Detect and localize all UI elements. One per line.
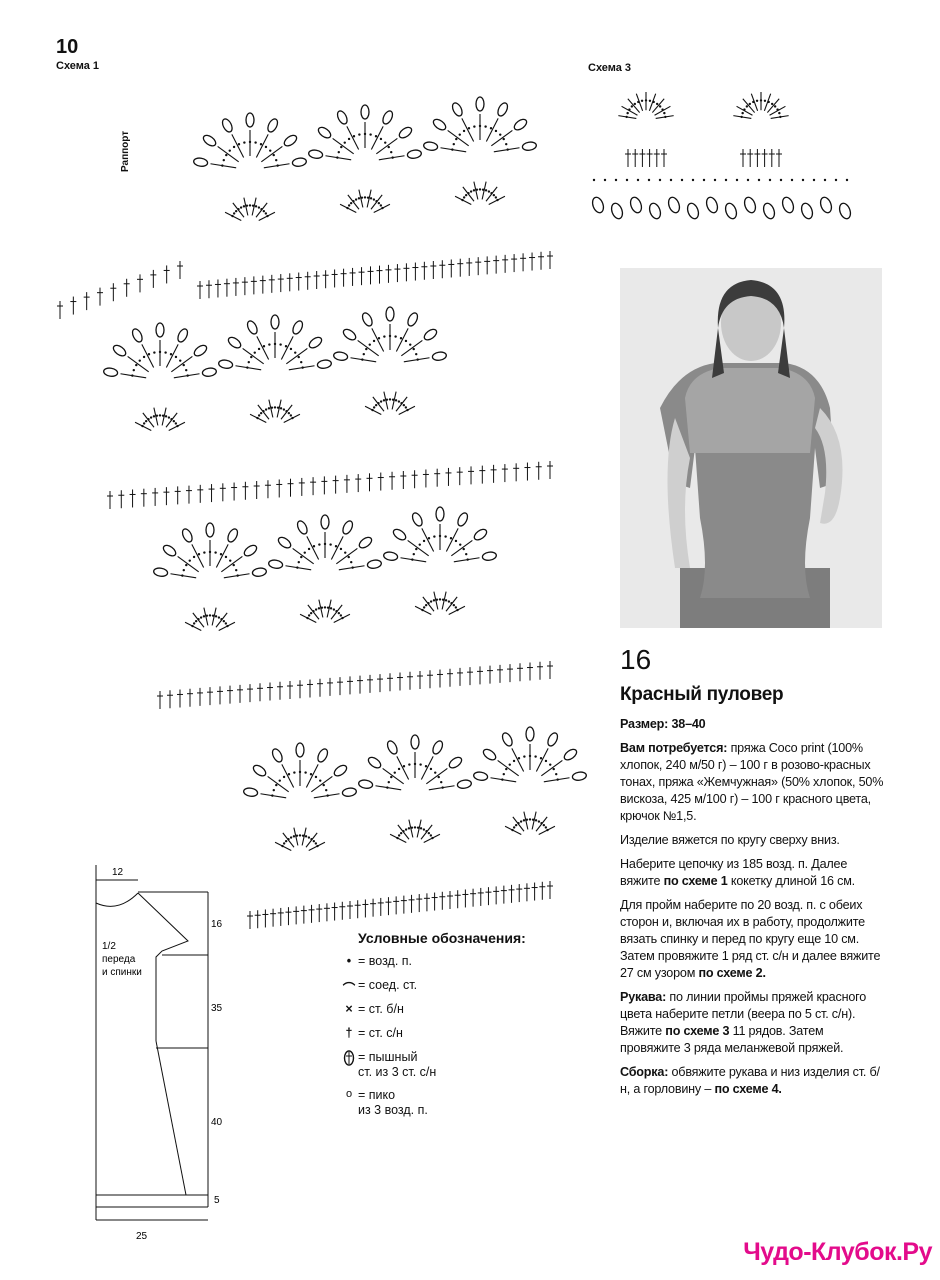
dim-35: 35 bbox=[211, 1003, 223, 1014]
legend-row: ⌒= соед. ст. bbox=[340, 978, 600, 1002]
legend-label: = соед. ст. bbox=[358, 978, 418, 992]
picot-icon: o bbox=[345, 1088, 353, 1100]
dagger-icon: † bbox=[345, 1026, 353, 1040]
legend: Условные обозначения: • = возд. п. ⌒= сое… bbox=[340, 930, 600, 1126]
dim-5: 5 bbox=[214, 1195, 220, 1206]
paragraph-3b: по схеме 2. bbox=[698, 966, 766, 980]
paragraph-3a: Для пройм наберите по 20 возд. п. с обеи… bbox=[620, 898, 881, 980]
garment-pattern: 1/2 переда и спинки 12 16 35 40 5 25 bbox=[95, 865, 223, 1242]
legend-label-2: ст. из 3 ст. с/н bbox=[358, 1065, 437, 1079]
scheme-3-label: Схема 3 bbox=[588, 62, 632, 74]
paragraph-1: Изделие вяжется по кругу сверху вниз. bbox=[620, 833, 840, 847]
sleeves-b: по схеме 3 bbox=[665, 1024, 730, 1038]
assembly-label: Сборка: bbox=[620, 1065, 669, 1079]
dim-40: 40 bbox=[211, 1117, 223, 1128]
sleeves-c: 11 рядов. Затем провяжите 3 ряда меланже… bbox=[620, 1024, 844, 1055]
paragraph-2b: по схеме 1 bbox=[663, 874, 728, 888]
dot-icon: • bbox=[346, 954, 352, 968]
pattern-label-2: переда bbox=[102, 954, 136, 965]
legend-label: = ст. б/н bbox=[358, 1002, 404, 1016]
legend-label-2: из 3 возд. п. bbox=[358, 1103, 428, 1117]
dim-16: 16 bbox=[211, 919, 223, 930]
scheme-1-label: Схема 1 bbox=[56, 60, 100, 72]
paragraph-2a: Наберите цепочку из 185 возд. п. Далее в… bbox=[620, 857, 848, 888]
size-label: Размер: bbox=[620, 717, 669, 731]
watermark: Чудо-Клубок.Ру bbox=[743, 1238, 932, 1266]
legend-label: = возд. п. bbox=[358, 954, 413, 968]
legend-title: Условные обозначения: bbox=[358, 930, 526, 946]
size-value: 38–40 bbox=[671, 717, 706, 731]
paragraph-2c: кокетку длиной 16 см. bbox=[727, 874, 855, 888]
assembly-b: по схеме 4. bbox=[714, 1082, 782, 1096]
article-body: Размер: 38–40 Вам потребуется: пряжа Coc… bbox=[620, 716, 885, 1105]
needs-text: пряжа Coco print (100% хлопок, 240 м/50 … bbox=[620, 741, 884, 823]
model-photo bbox=[620, 268, 882, 628]
puff-icon bbox=[340, 1050, 358, 1071]
legend-label: = пико bbox=[358, 1088, 396, 1102]
legend-label: = пышный bbox=[358, 1050, 418, 1064]
legend-label: = ст. с/н bbox=[358, 1026, 403, 1040]
legend-row: × = ст. б/н bbox=[340, 1002, 600, 1026]
dim-bottom: 25 bbox=[136, 1231, 148, 1242]
pattern-label-1: 1/2 bbox=[102, 941, 116, 952]
cross-icon: × bbox=[345, 1002, 353, 1016]
legend-row: • = возд. п. bbox=[340, 954, 600, 978]
page-number: 10 bbox=[56, 36, 79, 58]
article-title: Красный пуловер bbox=[620, 684, 784, 705]
needs-label: Вам потребуется: bbox=[620, 741, 728, 755]
dim-top: 12 bbox=[112, 867, 124, 878]
legend-row: † = ст. с/н bbox=[340, 1026, 600, 1050]
article-number: 16 bbox=[620, 644, 652, 675]
sleeves-a: по линии проймы пряжей красного цвета на… bbox=[620, 990, 867, 1038]
sleeves-label: Рукава: bbox=[620, 990, 667, 1004]
arc-icon: ⌒ bbox=[342, 982, 356, 996]
scheme-3-chart bbox=[591, 92, 852, 220]
pattern-label-3: и спинки bbox=[102, 967, 142, 978]
scheme-1-chart bbox=[57, 96, 587, 929]
assembly-a: обвяжите рукава и низ изделия ст. б/н, а… bbox=[620, 1065, 880, 1096]
